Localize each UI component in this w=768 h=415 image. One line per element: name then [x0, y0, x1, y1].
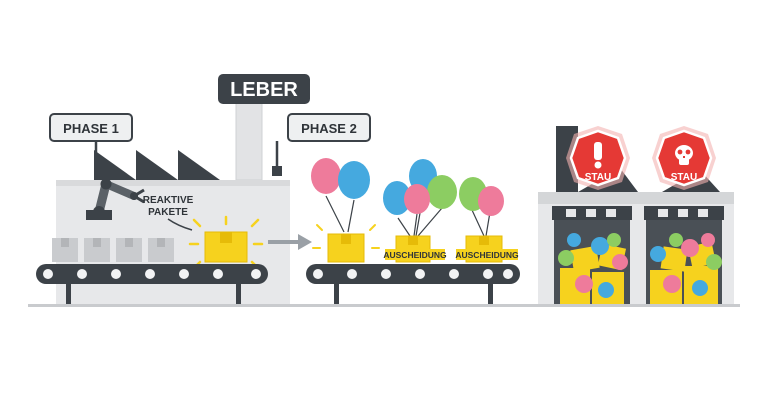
skull-icon	[675, 145, 693, 165]
arrow-right-icon	[268, 234, 312, 250]
balloon-green	[427, 175, 457, 209]
conveyor-belt-1	[36, 264, 268, 304]
jammed-packages-right	[650, 233, 722, 304]
phase1-box	[49, 113, 133, 142]
phase2-package-1	[312, 224, 380, 263]
balloon-strings	[325, 195, 491, 237]
excretion-label-b: AUSCHEIDUNG	[455, 250, 519, 260]
reactive-label-line1: REAKTIVE	[143, 195, 194, 206]
stau-sign-left: STAU	[566, 126, 630, 190]
robot-arm-icon	[86, 178, 145, 220]
factory-sign: LEBER	[218, 74, 310, 104]
balloons	[311, 158, 504, 216]
balloon-pink	[478, 186, 504, 216]
roof-tooth	[178, 150, 220, 180]
jammed-packages-left	[558, 233, 628, 304]
ground-line	[28, 304, 740, 307]
phase1-tag: PHASE 1	[49, 113, 133, 172]
sign-plate	[218, 74, 310, 104]
roof-tooth	[136, 150, 178, 180]
package-gray	[52, 238, 78, 262]
phase1-label: PHASE 1	[63, 121, 119, 136]
package-gray	[84, 238, 110, 262]
balloon-pink	[311, 158, 341, 194]
exclamation-icon	[594, 142, 602, 169]
factory-title: LEBER	[230, 79, 298, 101]
balloon-pink	[404, 184, 430, 214]
reactive-pointer	[167, 218, 193, 231]
package-gray	[148, 238, 174, 262]
stau-label-right: STAU	[671, 172, 697, 183]
phase2-tag: PHASE 2	[272, 113, 371, 176]
balloon-blue	[383, 181, 411, 215]
package-gray	[116, 238, 142, 262]
stau-label-left: STAU	[585, 172, 611, 183]
conveyor-belt-2	[306, 264, 520, 304]
reactive-label-line2: PAKETE	[148, 207, 188, 218]
balloon-blue	[338, 161, 370, 199]
stau-sign-right: STAU	[652, 126, 716, 190]
reactive-package	[188, 215, 264, 270]
phase2-label: PHASE 2	[301, 121, 357, 136]
gray-packages	[52, 238, 174, 262]
excretion-label-a: AUSCHEIDUNG	[383, 250, 447, 260]
roof-tooth	[94, 150, 136, 180]
phase2-box	[287, 113, 371, 142]
chimney	[235, 101, 263, 181]
